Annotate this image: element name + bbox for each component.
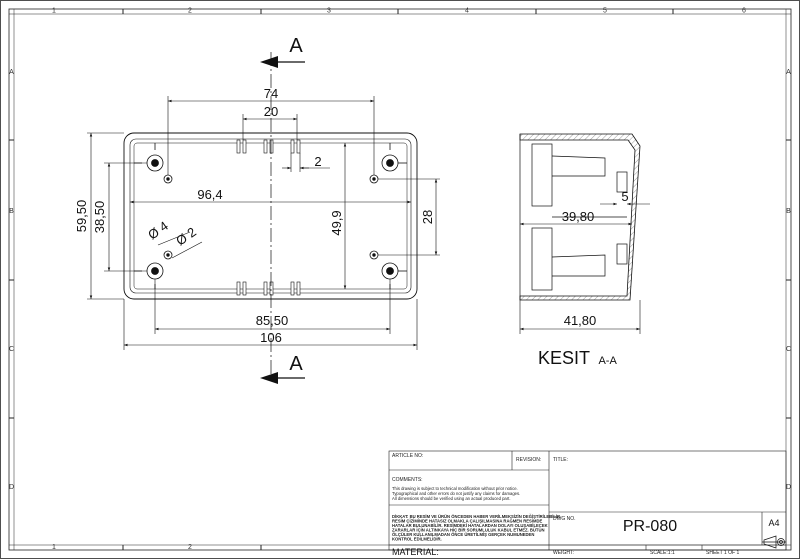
plan-dimension-labels: 74 20 2 96,4 59,50 38,50 49,9 28 85,50 1… [74,86,435,345]
zone-row-c-right: C [786,346,791,353]
notice-line-2: Typographical and other errors do not ju… [392,491,520,496]
dim-59-50: 59,50 [74,200,89,233]
zone-row-a-right: A [786,69,791,76]
zone-labels: 1 2 3 4 5 6 1 2 A B C D A B C D [9,8,791,552]
warning-line-4: ZARARLAR İÇİN ALTINKAYA HİÇ BİR SORUMLUL… [392,528,545,533]
enclosure-floor [133,142,408,290]
warning-line-3: HATALAR BULUNABİLİR. RESİMDEKİ HATALARDA… [392,523,548,528]
dim-2: 2 [314,154,321,169]
zone-row-b-right: B [786,208,791,215]
dwg-no-label: DWG NO. [553,516,576,522]
notice-line-3: All dimensions should be verified using … [392,496,511,501]
zone-row-a: A [9,69,14,76]
pcb-pin-top-right [369,174,379,184]
weight-label: WEIGHT: [553,550,574,556]
zone-col-6: 6 [742,8,746,15]
sheet-label: SHEET 1 OF 1 [706,550,739,556]
dim-106: 106 [260,330,282,345]
zone-row-d-right: D [786,484,791,491]
pcb-pin-bottom-right [369,250,379,260]
zone-col-1: 1 [52,8,56,15]
boss-top-right [381,143,407,172]
pcb-pin-bottom-left [163,250,173,260]
plan-dimension-lines [87,96,440,350]
projection-symbol-icon [762,535,786,549]
boss-bottom-right [381,262,407,289]
zone-row-c: C [9,346,14,353]
warning-line-1: DİKKAT: BU RESİM VE ÜRÜN ÖNCEDEN HABER V… [392,514,561,519]
article-no-label: ARTICLE NO: [392,453,423,459]
dim-phi-4: Ø 4 [145,218,171,242]
dim-49-9: 49,9 [329,210,344,235]
dim-phi-2: Ø 2 [173,224,199,248]
zone-row-b: B [9,208,14,215]
enclosure-outline [123,132,418,300]
warning-line-5: ÖLÇÜLER KULLANILMADAN ÖNCE ÜRETİLMİŞ GER… [392,532,534,537]
dim-39-80: 39,80 [562,209,595,224]
zone-col-2-bottom: 2 [188,544,192,551]
title-block-texts: ARTICLE NO: REVISION: TITLE: COMMENTS: T… [392,453,780,557]
dim-96-4: 96,4 [197,187,222,202]
section-view: 5 39,80 41,80 KESIT A-A [519,133,650,368]
dim-5: 5 [621,189,628,204]
section-label: KESIT A-A [538,348,617,368]
dim-28: 28 [420,210,435,224]
zone-col-4: 4 [465,8,469,15]
title-label: TITLE: [553,457,568,463]
boss-bottom-left [134,262,164,289]
section-label-main: KESIT [538,348,590,368]
scale-label: SCALE:1:1 [650,550,675,556]
zone-col-5: 5 [603,8,607,15]
zone-col-3: 3 [327,8,331,15]
dim-74: 74 [264,86,278,101]
notice-line-1: This drawing is subject to technical mod… [392,486,518,491]
sheet-size: A4 [768,518,779,528]
title-block [388,450,787,551]
dim-20: 20 [264,104,278,119]
boss-top-left [134,143,164,172]
section-marker-bottom: A [289,353,303,375]
warning-line-2: RESİM ÇİZİMİNDE HATASIZ OLMAKLA ÇALIŞILM… [392,519,542,524]
drawing-number: PR-080 [623,518,677,535]
section-marker-top: A [289,35,303,57]
zone-col-2: 2 [188,8,192,15]
mounting-bosses [134,143,407,289]
dim-38-50: 38,50 [92,201,107,234]
enclosure-inner-wall [129,138,412,294]
section-label-sub: A-A [598,355,617,367]
comments-label: COMMENTS: [392,477,423,483]
warning-line-6: KONTROL EDİLMELİDİR. [392,537,442,542]
revision-label: REVISION: [516,457,541,463]
zone-col-1-bottom: 1 [52,544,56,551]
ribs [236,139,301,296]
zone-row-d: D [9,484,14,491]
pcb-pin-top-left [163,174,173,184]
dim-41-80: 41,80 [564,313,597,328]
section-cut-line [260,52,305,384]
material-label: MATERIAL: [392,547,439,557]
dim-85-50: 85,50 [256,313,289,328]
